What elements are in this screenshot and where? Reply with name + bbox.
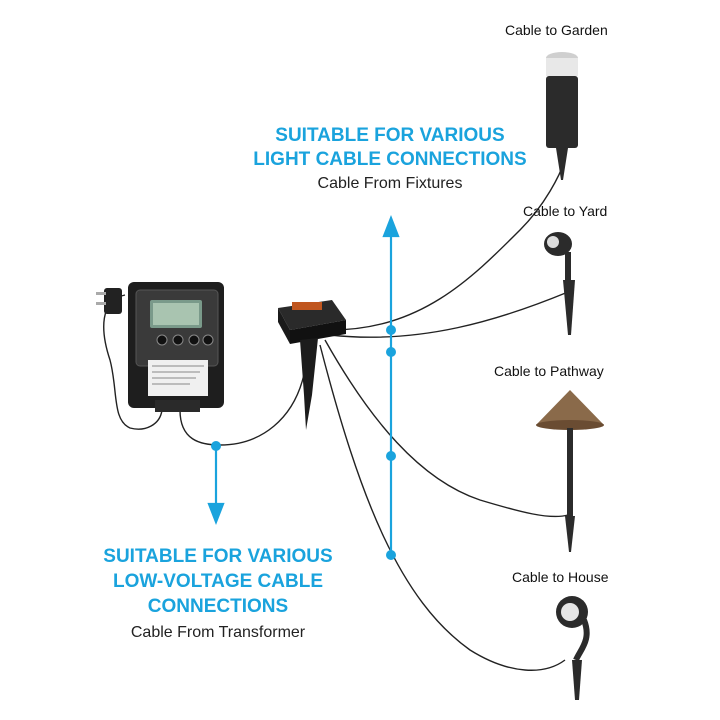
- connection-dot: [386, 347, 396, 357]
- junction-box: [278, 300, 346, 430]
- bottom-callout-heading-line3: CONNECTIONS: [147, 596, 289, 617]
- bottom-callout-heading-line1: SUITABLE FOR VARIOUS: [103, 546, 333, 567]
- fixture-label-yard: Cable to Yard: [523, 203, 608, 219]
- cable-to-pathway: [324, 339, 569, 518]
- connection-dot: [386, 550, 396, 560]
- yard-light-fixture: [544, 232, 575, 335]
- transformer-power-cord: [103, 294, 163, 430]
- connection-dot: [211, 441, 221, 451]
- fixture-label-garden: Cable to Garden: [505, 22, 608, 38]
- transformer: [128, 282, 224, 412]
- top-callout-heading-line2: LIGHT CABLE CONNECTIONS: [253, 149, 527, 170]
- connection-dot: [386, 451, 396, 461]
- cable-to-yard: [329, 291, 569, 338]
- top-callout-heading-line1: SUITABLE FOR VARIOUS: [275, 125, 505, 146]
- pathway-light-fixture: [536, 390, 604, 552]
- fixture-label-house: Cable to House: [512, 569, 609, 585]
- cable-from-transformer: [179, 369, 306, 446]
- fixture-label-pathway: Cable to Pathway: [494, 363, 604, 379]
- cable-to-house: [319, 344, 566, 671]
- bottom-callout-sub: Cable From Transformer: [130, 624, 306, 641]
- garden-light-fixture: [546, 52, 578, 180]
- bottom-callout-heading-line2: LOW-VOLTAGE CABLE: [112, 571, 323, 592]
- down-arrow-icon: [207, 502, 225, 526]
- top-callout-sub: Cable From Fixtures: [317, 175, 463, 192]
- up-arrow-icon: [382, 214, 400, 238]
- house-light-fixture: [556, 596, 590, 700]
- connection-dot: [386, 325, 396, 335]
- power-plug-icon: [96, 288, 122, 314]
